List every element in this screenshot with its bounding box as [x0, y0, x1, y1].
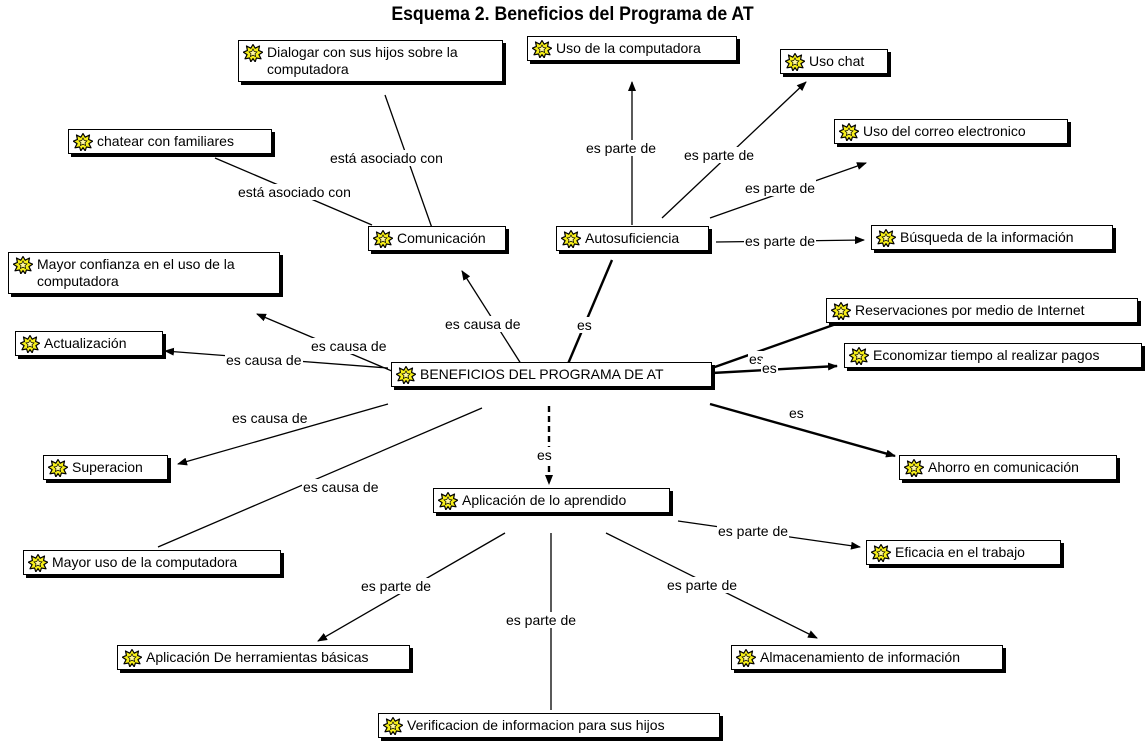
starburst-icon: [438, 492, 458, 510]
edge-label: es parte de: [666, 577, 739, 593]
edge-center-reservaciones: [711, 316, 854, 370]
edge-center-mayor-uso: [157, 407, 483, 548]
starburst-icon: [28, 554, 48, 572]
node-confianza[interactable]: Mayor confianza en el uso de la computad…: [8, 252, 280, 294]
node-actualizacion[interactable]: Actualización: [15, 331, 163, 356]
node-verificacion[interactable]: Verificacion de informacion para sus hij…: [378, 713, 720, 738]
edge-center-ahorro: [709, 402, 896, 458]
starburst-icon: [243, 44, 263, 62]
starburst-icon: [73, 133, 93, 151]
node-reservaciones[interactable]: Reservaciones por medio de Internet: [826, 298, 1138, 323]
edge-center-superacion: [177, 403, 389, 466]
node-label: Dialogar con sus hijos sobre la computad…: [267, 44, 458, 77]
node-ahorro[interactable]: Ahorro en comunicación: [899, 455, 1117, 480]
node-label: Economizar tiempo al realizar pagos: [873, 347, 1100, 363]
starburst-icon: [373, 230, 393, 248]
node-label: BENEFICIOS DEL PROGRAMA DE AT: [420, 366, 664, 382]
node-label: Verificacion de informacion para sus hij…: [407, 717, 665, 733]
node-label: Aplicación De herramientas básicas: [146, 649, 369, 665]
edge-label: es parte de: [585, 140, 658, 156]
edge-label: está asociado con: [237, 184, 352, 200]
edge-label: es: [761, 360, 778, 376]
node-uso-computadora[interactable]: Uso de la computadora: [527, 36, 737, 61]
edge-label: es causa de: [231, 410, 309, 426]
node-label: Uso de la computadora: [556, 40, 701, 56]
edge-label: es causa de: [444, 316, 522, 332]
node-busqueda[interactable]: Búsqueda de la información: [871, 225, 1113, 250]
node-label: Superacion: [72, 459, 143, 475]
edge-label: es parte de: [360, 578, 433, 594]
diagram-title: Esquema 2. Beneficios del Programa de AT: [391, 4, 754, 25]
starburst-icon: [13, 256, 33, 274]
node-label: Comunicación: [397, 230, 486, 246]
edge-label: es: [576, 317, 593, 333]
starburst-icon: [396, 366, 416, 384]
edge-label: es: [788, 405, 805, 421]
edge-label: es parte de: [744, 233, 817, 249]
starburst-icon: [785, 53, 805, 71]
starburst-icon: [876, 229, 896, 247]
node-aplicacion[interactable]: Aplicación de lo aprendido: [433, 488, 670, 513]
edge-label: es parte de: [683, 147, 756, 163]
starburst-icon: [904, 459, 924, 477]
edge-label: es: [748, 351, 765, 367]
node-eficacia[interactable]: Eficacia en el trabajo: [866, 540, 1061, 565]
starburst-icon: [20, 335, 40, 353]
starburst-icon: [831, 302, 851, 320]
edge-label: es parte de: [717, 523, 790, 539]
node-label: Autosuficiencia: [585, 230, 680, 246]
edge-label: es parte de: [744, 180, 817, 196]
node-center[interactable]: BENEFICIOS DEL PROGRAMA DE AT: [391, 362, 712, 387]
starburst-icon: [839, 123, 859, 141]
edge-label: es causa de: [302, 479, 380, 495]
edge-label: está asociado con: [329, 150, 444, 166]
starburst-icon: [48, 459, 68, 477]
node-label: Búsqueda de la información: [900, 229, 1074, 245]
node-label: Uso chat: [809, 53, 865, 69]
node-label: Mayor uso de la computadora: [52, 554, 238, 570]
node-label: Almacenamiento de información: [760, 649, 960, 665]
starburst-icon: [532, 40, 552, 58]
node-correo[interactable]: Uso del correo electronico: [834, 119, 1068, 144]
node-dialogar[interactable]: Dialogar con sus hijos sobre la computad…: [238, 40, 503, 82]
starburst-icon: [122, 649, 142, 667]
node-autosuficiencia[interactable]: Autosuficiencia: [556, 226, 709, 251]
node-label: Ahorro en comunicación: [928, 459, 1079, 475]
node-comunicacion[interactable]: Comunicación: [368, 226, 506, 251]
starburst-icon: [871, 544, 891, 562]
edge-label: es causa de: [225, 352, 303, 368]
node-label: Reservaciones por medio de Internet: [855, 302, 1085, 318]
starburst-icon: [561, 230, 581, 248]
starburst-icon: [849, 347, 869, 365]
node-almacenamiento[interactable]: Almacenamiento de información: [731, 645, 1003, 670]
node-label: Actualización: [44, 335, 127, 351]
starburst-icon: [383, 717, 403, 735]
node-herramientas[interactable]: Aplicación De herramientas básicas: [117, 645, 410, 670]
node-label: Eficacia en el trabajo: [895, 544, 1025, 560]
node-label: chatear con familiares: [97, 133, 234, 149]
edge-label: es causa de: [310, 338, 388, 354]
node-uso-chat[interactable]: Uso chat: [780, 49, 888, 74]
node-label: Uso del correo electronico: [863, 123, 1026, 139]
node-superacion[interactable]: Superacion: [43, 455, 168, 480]
edge-label: es parte de: [505, 612, 578, 628]
node-chatear[interactable]: chatear con familiares: [68, 129, 272, 154]
node-economizar[interactable]: Economizar tiempo al realizar pagos: [844, 343, 1142, 368]
node-mayor-uso[interactable]: Mayor uso de la computadora: [23, 550, 281, 575]
node-label: Aplicación de lo aprendido: [462, 492, 627, 508]
node-label: Mayor confianza en el uso de la computad…: [37, 256, 235, 289]
edge-label: es: [536, 447, 553, 463]
starburst-icon: [736, 649, 756, 667]
